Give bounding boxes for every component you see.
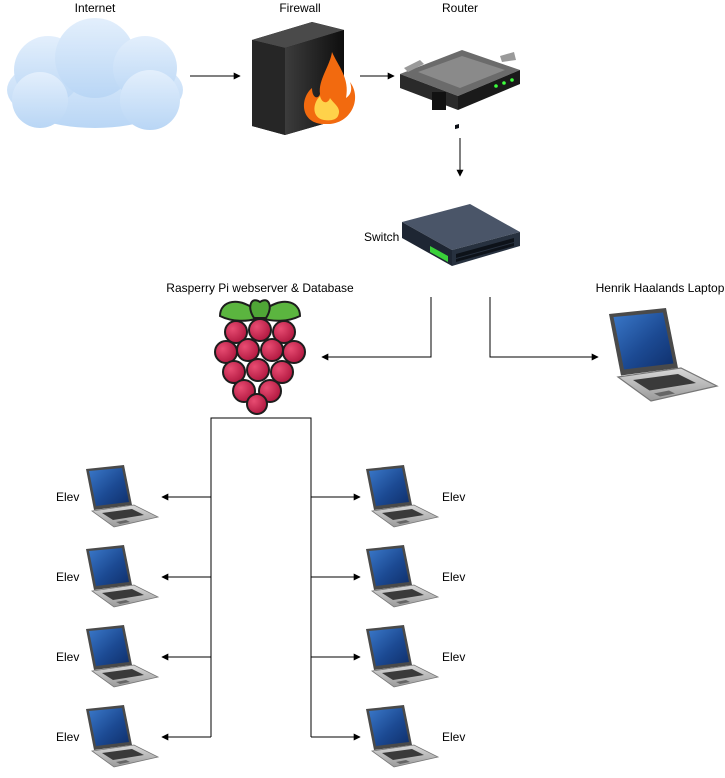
student-laptop-right-1: Elev	[365, 464, 465, 528]
laptop-icon	[365, 624, 439, 688]
edge-switch-laptop	[489, 297, 599, 361]
student-label: Elev	[56, 730, 79, 744]
raspberry-pi-icon	[214, 299, 306, 415]
student-laptop-left-3: Elev	[56, 624, 159, 688]
laptop-icon	[85, 624, 159, 688]
laptop-icon	[85, 544, 159, 608]
firewall-label: Firewall	[279, 1, 320, 15]
student-label: Elev	[442, 570, 465, 584]
router-node: Router	[400, 1, 520, 110]
raspberry-pi-label: Rasperry Pi webserver & Database	[166, 281, 354, 295]
internet-label: Internet	[75, 1, 116, 15]
cloud-icon	[7, 18, 183, 130]
laptop-icon	[608, 307, 718, 402]
switch-icon	[402, 124, 520, 266]
flame-icon	[303, 52, 356, 124]
connectors	[161, 72, 599, 741]
student-laptop-right-2: Elev	[365, 544, 465, 608]
internet-node: Internet	[7, 1, 183, 130]
firewall-node: Firewall	[252, 1, 356, 135]
switch-node: Switch	[364, 124, 520, 266]
laptop-icon	[365, 544, 439, 608]
teacher-laptop-label: Henrik Haalands Laptop	[596, 281, 725, 295]
students-right: Elev Elev Elev Elev	[365, 464, 465, 768]
router-icon	[400, 50, 520, 110]
laptop-icon	[365, 704, 439, 768]
router-label: Router	[442, 1, 478, 15]
teacher-laptop-node: Henrik Haalands Laptop	[596, 281, 725, 402]
students-left: Elev Elev Elev Elev	[56, 464, 159, 768]
student-label: Elev	[442, 490, 465, 504]
laptop-icon	[365, 464, 439, 528]
laptop-icon	[85, 704, 159, 768]
edge-switch-raspberry	[321, 297, 432, 361]
student-label: Elev	[442, 730, 465, 744]
student-label: Elev	[442, 650, 465, 664]
raspberry-pi-node: Rasperry Pi webserver & Database	[166, 281, 354, 415]
switch-label: Switch	[364, 230, 399, 244]
student-label: Elev	[56, 650, 79, 664]
student-laptop-left-1: Elev	[56, 464, 159, 528]
student-laptop-left-2: Elev	[56, 544, 159, 608]
bus-raspberry-clients	[210, 417, 312, 737]
student-laptop-right-4: Elev	[365, 704, 465, 768]
student-laptop-left-4: Elev	[56, 704, 159, 768]
student-laptop-right-3: Elev	[365, 624, 465, 688]
firewall-icon	[252, 22, 356, 135]
laptop-icon	[85, 464, 159, 528]
student-label: Elev	[56, 570, 79, 584]
student-label: Elev	[56, 490, 79, 504]
